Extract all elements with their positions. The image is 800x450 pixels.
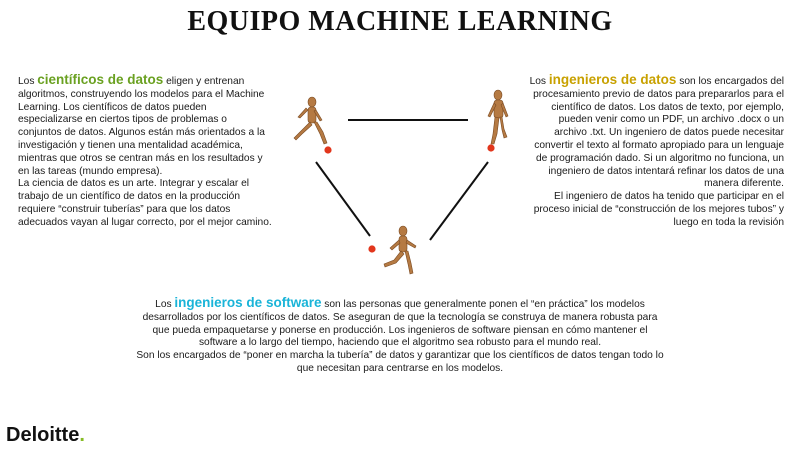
data-engineers-text: Los ingenieros de datos son los encargad… [528, 72, 784, 230]
ball-icon [368, 245, 376, 253]
ball-icon [487, 144, 495, 152]
logo-name: Deloitte [6, 424, 80, 446]
wooden-mannequin-kicking-icon [293, 96, 332, 154]
software-engineers-term: ingenieros de software [174, 295, 322, 310]
ball-icon [324, 146, 332, 154]
data-scientists-text: Los científicos de datos eligen y entren… [18, 72, 273, 230]
left-text2: La ciencia de datos es un arte. Integrar… [18, 178, 272, 228]
data-scientists-term: científicos de datos [37, 72, 164, 87]
right-text2: El ingeniero de datos ha tenido que part… [533, 191, 784, 228]
left-pre: Los [18, 76, 38, 87]
right-text1: son los encargados del procesamiento pre… [533, 76, 784, 190]
data-engineers-term: ingenieros de datos [548, 72, 677, 87]
deloitte-logo: Deloitte. [6, 424, 85, 447]
connector-line-left [315, 161, 371, 237]
bottom-pre: Los [155, 299, 175, 310]
page-title: EQUIPO MACHINE LEARNING [187, 6, 613, 37]
bottom-text1: son las personas que generalmente ponen … [142, 299, 658, 349]
wooden-mannequin-kicking-icon [368, 225, 417, 275]
connector-line-right [429, 161, 489, 241]
wooden-mannequin-standing-on-ball-icon [487, 89, 509, 152]
left-text1: eligen y entrenan algoritmos, construyen… [18, 76, 265, 177]
bottom-text2: Son los encargados de “poner en marcha l… [136, 350, 664, 374]
right-pre: Los [529, 76, 549, 87]
software-engineers-text: Los ingenieros de software son las perso… [136, 295, 664, 376]
logo-dot: . [79, 424, 85, 446]
